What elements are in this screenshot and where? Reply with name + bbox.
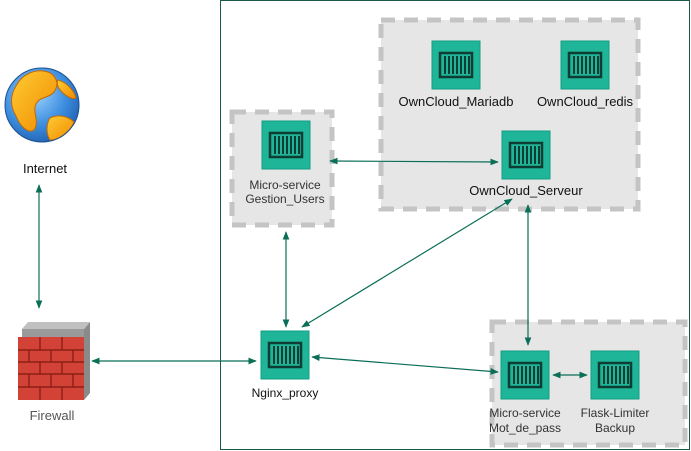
gestion-users-container-icon[interactable]: [260, 119, 312, 171]
nginx-container-icon[interactable]: [259, 329, 311, 381]
motdepass-label-line1: Micro-service: [489, 406, 561, 420]
mariadb-label: OwnCloud_Mariadb: [399, 94, 514, 109]
gestion-users-label-line2: Gestion_Users: [245, 192, 324, 206]
flask-limiter-label-line2: Backup: [595, 421, 635, 435]
nginx-label: Nginx_proxy: [252, 386, 319, 400]
motdepass-label-line2: Mot_de_pass: [489, 421, 561, 435]
arrow-nginx-serveur: [301, 198, 513, 328]
serveur-label: OwnCloud_Serveur: [469, 183, 583, 198]
mariadb-container-icon[interactable]: [430, 39, 482, 91]
gestion-users-label-line1: Micro-service: [249, 178, 321, 192]
motdepass-container-icon[interactable]: [499, 349, 551, 401]
flask-limiter-label-line1: Flask-Limiter: [581, 406, 650, 420]
serveur-container-icon[interactable]: [500, 129, 552, 181]
internet-label: Internet: [23, 161, 67, 176]
arrow-users-serveur: [329, 157, 499, 166]
firewall-label: Firewall: [30, 408, 75, 423]
redis-label: OwnCloud_redis: [537, 94, 634, 109]
arrow-nginx-motdepass: [311, 354, 499, 375]
redis-container-icon[interactable]: [559, 39, 611, 91]
brick-wall-icon[interactable]: [18, 322, 90, 400]
globe-icon[interactable]: [4, 67, 80, 143]
cluster-frame: [220, 0, 690, 450]
flask-limiter-container-icon[interactable]: [589, 349, 641, 401]
